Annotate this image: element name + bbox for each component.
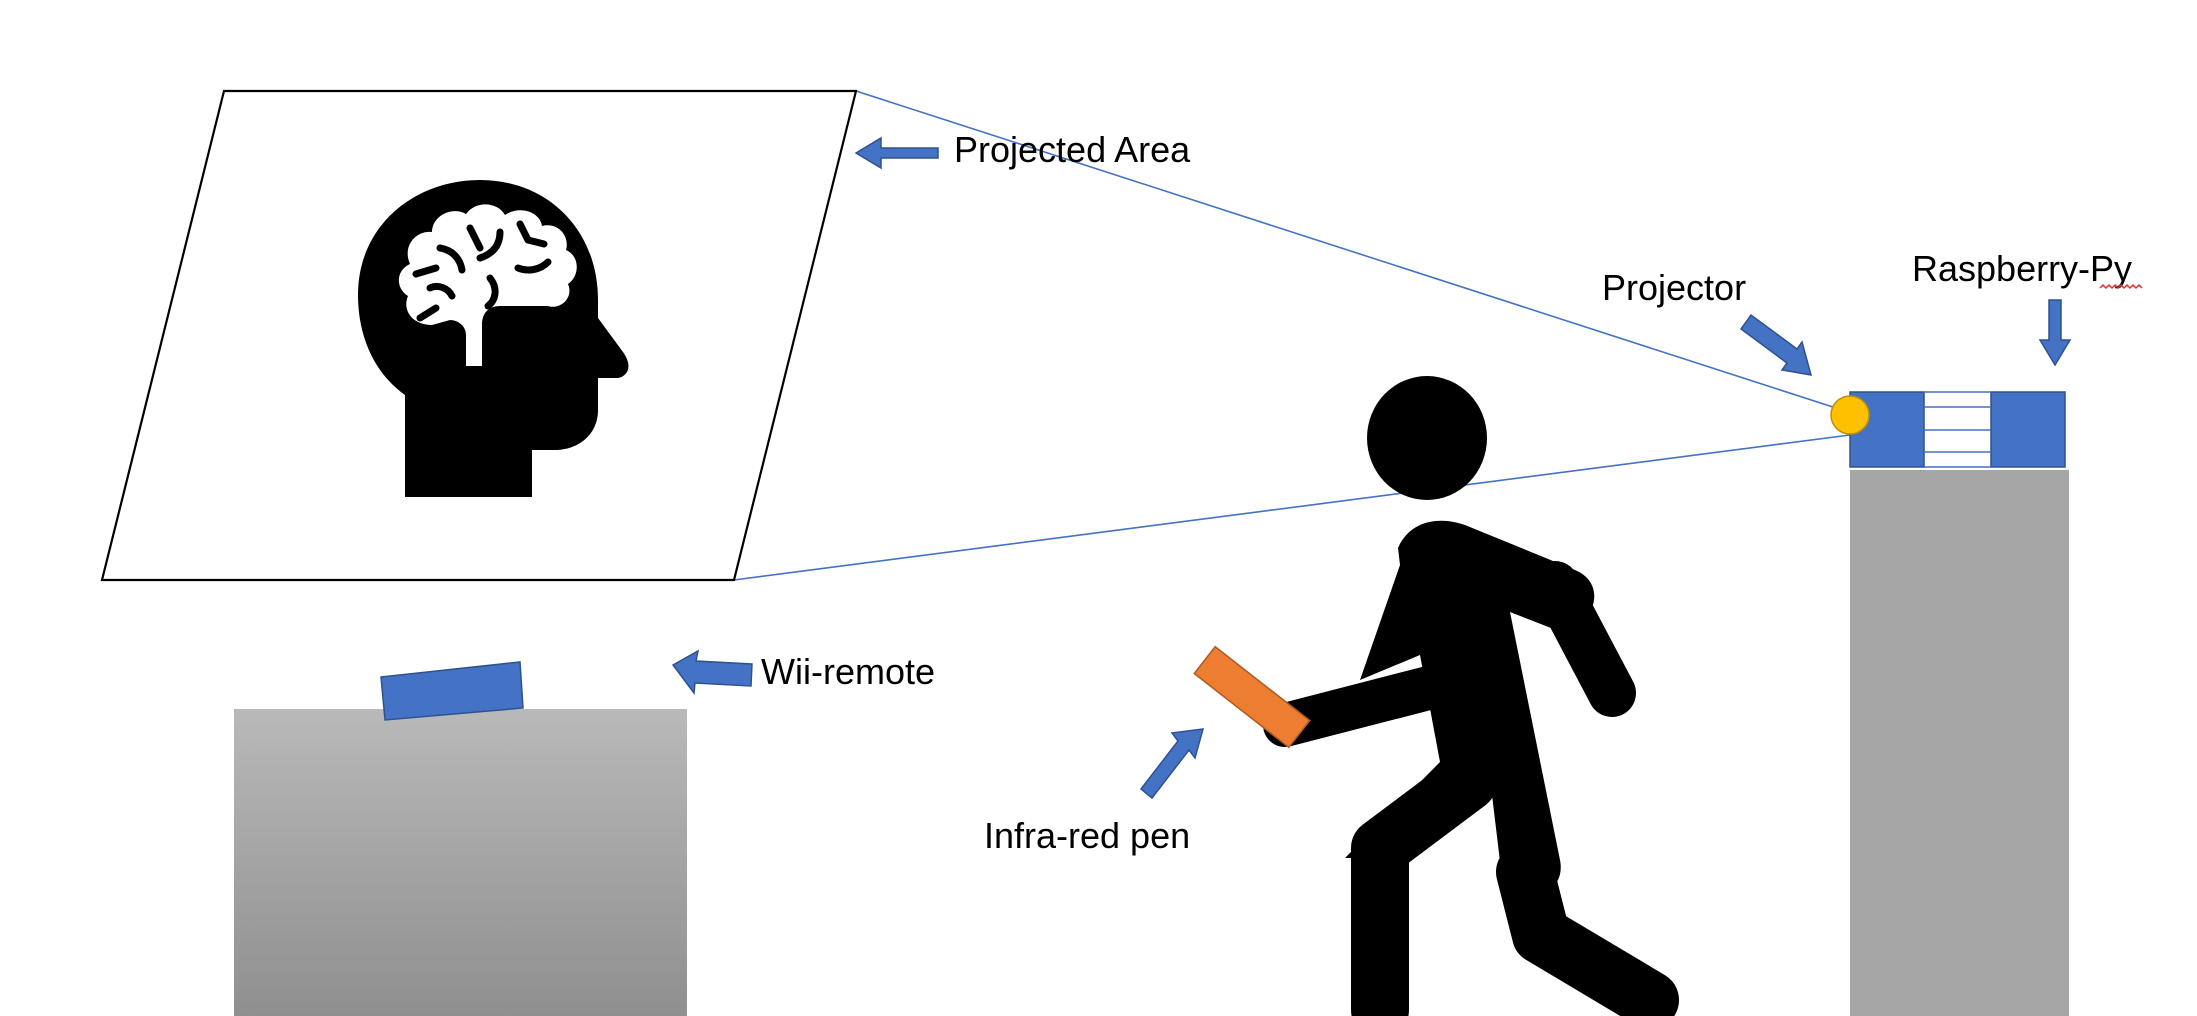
desk [234, 709, 687, 1016]
spellcheck-underline [2099, 283, 2143, 290]
raspberry-label: Raspberry-Py [1912, 248, 2132, 289]
projector-arrow [1739, 313, 1813, 376]
projector-label: Projector [1602, 267, 1746, 308]
beam-line-bottom [733, 434, 1851, 581]
raspberry-arrow [2038, 299, 2072, 367]
projector-lens [1830, 395, 1870, 435]
infrared-pen-label: Infra-red pen [984, 815, 1190, 856]
brain-head-icon [358, 180, 629, 497]
projected-area-arrow [854, 136, 939, 170]
beam-line-top [855, 90, 1837, 409]
walking-person-icon [1263, 376, 1679, 1016]
infrared-pen [1193, 645, 1311, 749]
wii-remote [380, 661, 524, 721]
infrared-pen-arrow [1139, 728, 1205, 800]
connection-wires [1924, 391, 1991, 468]
projected-area-label: Projected Area [954, 129, 1191, 170]
projector-pedestal [1850, 470, 2069, 1016]
wii-remote-label: Wii-remote [761, 651, 935, 692]
wii-remote-arrow [671, 649, 753, 695]
raspberry-pi-box [1990, 391, 2066, 468]
